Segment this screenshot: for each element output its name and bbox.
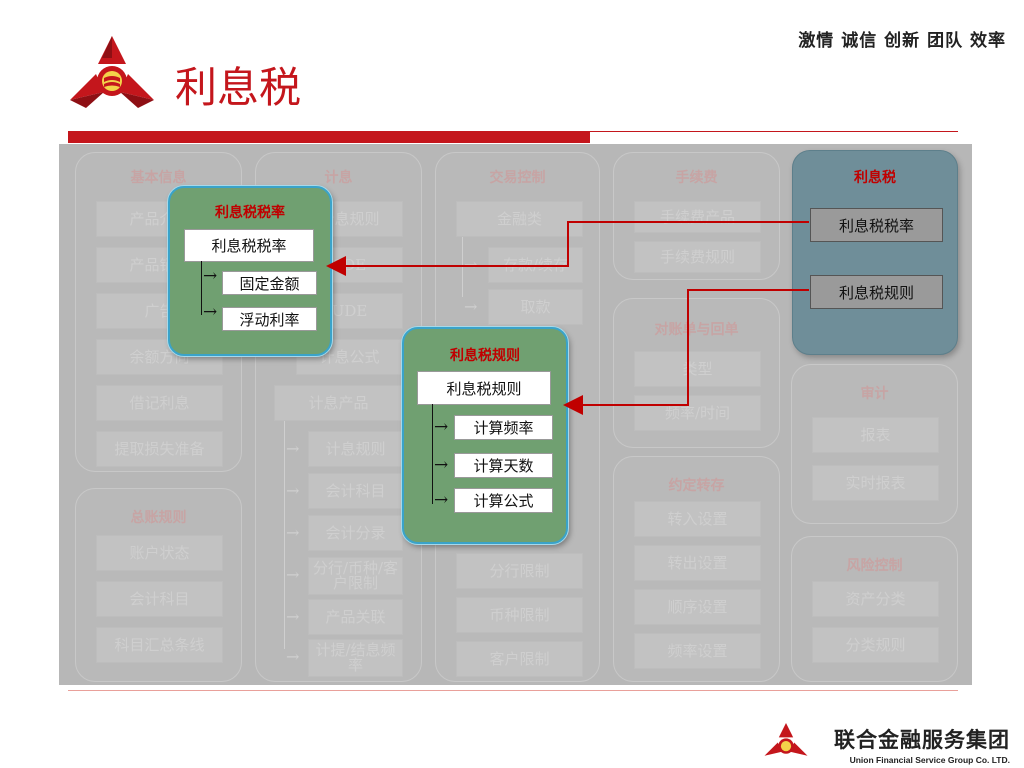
tax-rule-panel: 利息税规则 利息税规则 → 计算频率 → 计算天数 → 计算公式 [402,327,568,544]
calc-days-box[interactable]: 计算天数 [454,453,553,478]
fixed-amount-box[interactable]: 固定金额 [222,271,317,295]
floating-rate-box[interactable]: 浮动利率 [222,307,317,331]
bg-column-title: 审计 [860,386,889,402]
bg-column-title: 总账规则 [130,510,187,526]
tax-rate-panel: 利息税税率 利息税税率 → 固定金额 → 浮动利率 [168,186,332,356]
bg-item: 科目汇总条线 [96,627,223,663]
brand: 联合金融服务集团 Union Financial Service Group C… [834,724,1010,765]
bg-item: 借记利息 [96,385,223,421]
bg-item: 会计分录 [308,515,403,551]
bg-item: 会计科目 [96,581,223,617]
bg-item: 计息规则 [308,431,403,467]
bg-item: 计息产品 [274,385,403,421]
bg-column-statements: 对账单与回单 类型 频率/时间 [613,298,780,448]
bg-column-title: 手续费 [675,170,718,186]
bg-item: 金融类 [456,201,583,237]
arrow-icon: → [434,455,449,475]
bg-item: 顺序设置 [634,589,761,625]
arrow-rule-connector [563,289,809,415]
arrow-icon: → [203,302,218,322]
arrow-icon: → [434,417,449,437]
tax-rule-main-box[interactable]: 利息税规则 [417,371,551,405]
footer-divider [68,690,958,691]
brand-name-en: Union Financial Service Group Co. LTD. [849,755,1010,765]
bg-item: 账户状态 [96,535,223,571]
tax-rule-panel-title: 利息税规则 [450,348,520,364]
bg-item: 计提/结息频率 [308,639,403,677]
bg-column-title: 交易控制 [489,170,546,186]
bg-column-title: 约定转存 [668,478,725,494]
arrow-icon: → [203,266,218,286]
calc-formula-box[interactable]: 计算公式 [454,488,553,513]
bg-column-title: 基本信息 [130,170,187,186]
bg-column-title: 计息 [324,170,353,186]
tax-rate-item[interactable]: 利息税税率 [810,208,943,242]
bg-item: 类型 [634,351,761,387]
slogan: 激情 诚信 创新 团队 效率 [798,31,1006,51]
bg-item: 分行限制 [456,553,583,589]
bg-item: 资产分类 [812,581,939,617]
bg-item: 频率/时间 [634,395,761,431]
tax-rate-main-box[interactable]: 利息税税率 [184,229,314,262]
brand-logo-icon [762,722,810,764]
bg-item: 客户限制 [456,641,583,677]
bg-item: 转入设置 [634,501,761,537]
bg-item: 提取损失准备 [96,431,223,467]
bg-item: 转出设置 [634,545,761,581]
bg-column-title: 对账单与回单 [654,322,739,338]
bg-item: 频率设置 [634,633,761,669]
bg-column-auto-transfer: 约定转存 转入设置 转出设置 顺序设置 频率设置 [613,456,780,682]
bg-item: 取款 [488,289,583,325]
arrow-icon: → [434,490,449,510]
bg-column-audit: 审计 报表 实时报表 [791,364,958,524]
bg-column-risk-control: 风险控制 资产分类 分类规则 [791,536,958,682]
bg-item: 币种限制 [456,597,583,633]
brand-name-cn: 联合金融服务集团 [834,728,1010,752]
bg-item: 实时报表 [812,465,939,501]
page-title: 利息税 [175,63,302,112]
arrow-rate-connector [326,221,809,276]
calc-frequency-box[interactable]: 计算频率 [454,415,553,440]
tax-rate-panel-title: 利息税税率 [215,205,285,221]
tax-rule-item[interactable]: 利息税规则 [810,275,943,309]
bg-column-title: 风险控制 [846,558,903,574]
bg-column-ledger-rules: 总账规则 账户状态 会计科目 科目汇总条线 [75,488,242,682]
bg-item: 手续费规则 [634,241,761,273]
interest-tax-panel: 利息税 利息税税率 利息税规则 [792,150,958,355]
bg-item: 产品关联 [308,599,403,635]
bg-item: 分行/币种/客户限制 [308,557,403,595]
bg-item: 分类规则 [812,627,939,663]
divider-line [590,131,958,132]
bg-column-interest: 计息 计息规则 SDE UDE 计息公式 计息产品 → 计息规则 → 会计科目 … [255,152,422,682]
interest-tax-panel-title: 利息税 [854,170,896,186]
company-logo-icon [66,34,158,116]
bg-item: 手续费产品 [634,201,761,233]
title-underline [68,131,590,143]
bg-item: 报表 [812,417,939,453]
bg-column-fees: 手续费 手续费产品 手续费规则 [613,152,780,280]
